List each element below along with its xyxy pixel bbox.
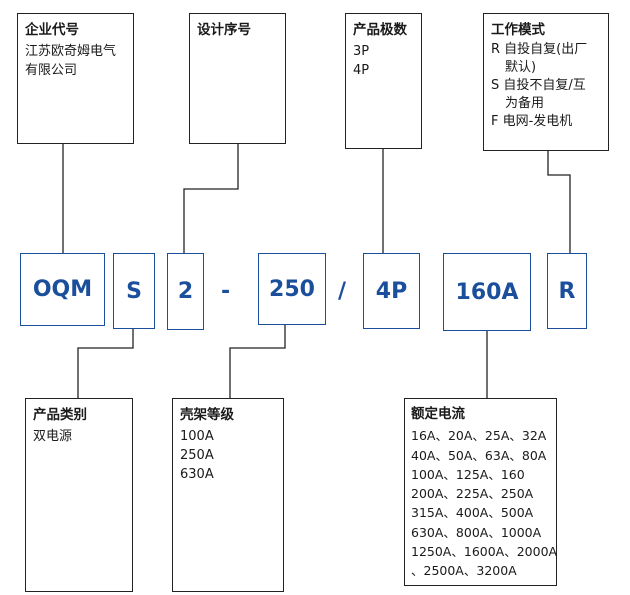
enterprise-line-1: 江苏欧奇姆电气 bbox=[25, 44, 117, 59]
code-mode: R bbox=[547, 253, 587, 329]
product-category-line-1: 双电源 bbox=[33, 429, 73, 444]
enterprise-code-box: 企业代号 江苏欧奇姆电气 有限公司 bbox=[17, 13, 134, 144]
code-category: S bbox=[113, 253, 155, 329]
product-category-title: 产品类别 bbox=[33, 407, 87, 423]
frame-grade-line-3: 630A bbox=[180, 467, 214, 482]
work-mode-line-5: F 电网-发电机 bbox=[491, 114, 573, 129]
work-mode-title: 工作模式 bbox=[491, 22, 545, 38]
rated-current-line-5: 315A、400A、500A bbox=[411, 505, 534, 521]
rated-current-line-3: 100A、125A、160 bbox=[411, 466, 525, 482]
design-number-title: 设计序号 bbox=[197, 22, 251, 38]
work-mode-line-3: S 自投不自复/互 bbox=[491, 78, 586, 93]
frame-grade-line-1: 100A bbox=[180, 429, 214, 444]
work-mode-line-1: R 自投自复(出厂 bbox=[491, 42, 588, 57]
poles-line-1: 3P bbox=[353, 44, 370, 59]
rated-current-line-4: 200A、225A、250A bbox=[411, 486, 534, 502]
work-mode-line-2: 默认) bbox=[505, 60, 537, 75]
design-number-box: 设计序号 bbox=[189, 13, 286, 144]
rated-current-line-7: 1250A、1600A、2000A bbox=[411, 544, 558, 560]
frame-grade-box: 壳架等级 100A 250A 630A bbox=[172, 398, 284, 592]
enterprise-code-title: 企业代号 bbox=[25, 22, 79, 38]
code-poles: 4P bbox=[363, 253, 420, 329]
connector-frame bbox=[229, 325, 286, 398]
separator-dash: - bbox=[221, 279, 231, 304]
poles-line-2: 4P bbox=[353, 63, 370, 78]
rated-current-title: 额定电流 bbox=[411, 406, 465, 422]
rated-current-line-1: 16A、20A、25A、32A bbox=[411, 428, 547, 444]
code-design: 2 bbox=[167, 253, 204, 330]
connector-design bbox=[183, 143, 239, 253]
frame-grade-title: 壳架等级 bbox=[180, 407, 234, 423]
rated-current-line-6: 630A、800A、1000A bbox=[411, 524, 542, 540]
connector-mode bbox=[547, 150, 571, 253]
poles-box: 产品极数 3P 4P bbox=[345, 13, 422, 149]
rated-current-box: 额定电流 16A、20A、25A、32A 40A、50A、63A、80A 100… bbox=[404, 398, 557, 586]
code-current: 160A bbox=[443, 253, 531, 331]
code-frame: 250 bbox=[258, 253, 326, 325]
rated-current-line-8: 、2500A、3200A bbox=[411, 563, 517, 579]
connector-category bbox=[77, 329, 134, 398]
frame-grade-line-2: 250A bbox=[180, 448, 214, 463]
enterprise-line-2: 有限公司 bbox=[25, 63, 78, 78]
poles-title: 产品极数 bbox=[353, 22, 407, 38]
work-mode-box: 工作模式 R 自投自复(出厂 默认) S 自投不自复/互 为备用 F 电网-发电… bbox=[483, 13, 609, 151]
work-mode-line-4: 为备用 bbox=[505, 96, 545, 111]
rated-current-line-2: 40A、50A、63A、80A bbox=[411, 447, 547, 463]
product-category-box: 产品类别 双电源 bbox=[25, 398, 133, 592]
separator-slash: / bbox=[338, 279, 347, 304]
code-enterprise: OQM bbox=[20, 253, 105, 326]
